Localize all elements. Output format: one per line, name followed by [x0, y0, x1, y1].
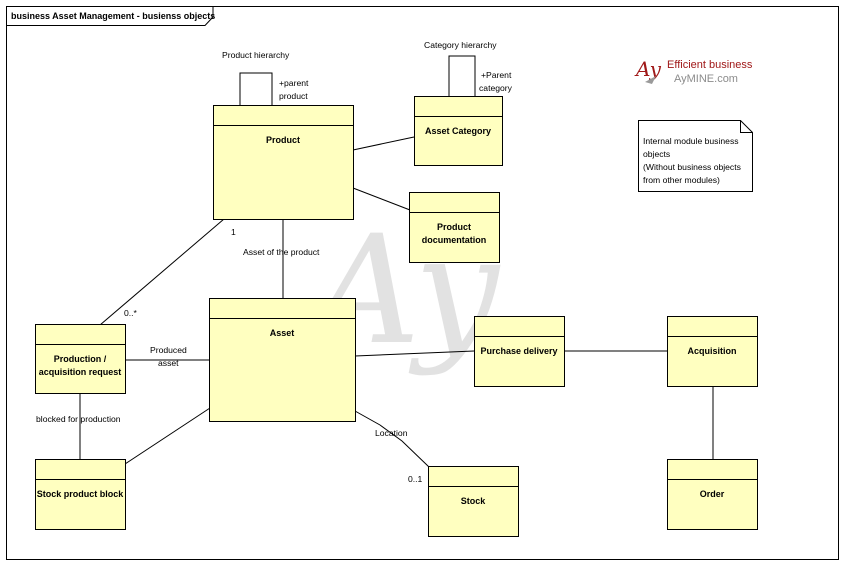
asset-stock-connector[interactable]: [354, 410, 430, 468]
label-parent-product-2: product: [279, 91, 308, 101]
note-line-2: objects: [643, 149, 670, 159]
class-product-documentation-name-2: documentation: [422, 235, 487, 245]
class-production-request[interactable]: Production / acquisition request: [35, 324, 126, 394]
note-fold: [740, 120, 753, 133]
aymine-logo: Ay Efficient business AyMINE.com: [634, 57, 753, 85]
label-multiplicity-zero-one: 0..1: [408, 474, 423, 484]
label-multiplicity-zero-many: 0..*: [124, 308, 138, 318]
product-request-connector[interactable]: [99, 218, 225, 326]
label-parent-category-2: category: [479, 83, 513, 93]
label-parent-category-1: +Parent: [481, 70, 512, 80]
logo-mark: Ay: [634, 57, 662, 81]
label-product-hierarchy: Product hierarchy: [222, 50, 290, 60]
note-line-4: from other modules): [643, 175, 720, 185]
class-production-request-name-1: Production /: [54, 354, 107, 364]
label-asset-of-product: Asset of the product: [243, 247, 320, 257]
class-asset-category[interactable]: Asset Category: [414, 96, 503, 166]
class-stock-product-block[interactable]: Stock product block: [35, 459, 126, 530]
diagram-frame: [6, 6, 839, 560]
class-asset-name: Asset: [270, 328, 295, 338]
class-purchase-delivery[interactable]: Purchase delivery: [474, 316, 565, 387]
class-stock[interactable]: Stock: [428, 466, 519, 537]
connectors: [79, 55, 714, 468]
class-acquisition[interactable]: Acquisition: [667, 316, 758, 387]
class-stock-name: Stock: [461, 496, 487, 506]
label-multiplicity-one: 1: [231, 227, 236, 237]
asset-delivery-connector[interactable]: [354, 350, 475, 357]
label-parent-product-1: +parent: [279, 78, 309, 88]
class-acquisition-name: Acquisition: [688, 346, 737, 356]
module-note[interactable]: Internal module business objects (Withou…: [638, 120, 753, 192]
frame-title-tab: [6, 6, 214, 26]
class-production-request-name-2: acquisition request: [39, 367, 122, 377]
class-order[interactable]: Order: [667, 459, 758, 530]
logo-site: AyMINE.com: [674, 73, 738, 85]
logo-tagline: Efficient business: [667, 59, 753, 71]
class-product-documentation-name-1: Product: [437, 222, 471, 232]
class-order-name: Order: [700, 489, 725, 499]
frame-title: business Asset Management - busienss obj…: [11, 11, 215, 21]
note-line-3: (Without business objects: [643, 162, 741, 172]
label-blocked-for-production: blocked for production: [36, 414, 121, 424]
label-location: Location: [375, 428, 408, 438]
product-hierarchy-connector[interactable]: [239, 72, 273, 106]
note-line-1: Internal module business: [643, 136, 739, 146]
class-product[interactable]: Product: [213, 105, 354, 220]
label-produced-asset-2: asset: [158, 358, 179, 368]
product-category-connector[interactable]: [352, 136, 415, 151]
asset-block-connector[interactable]: [124, 407, 211, 465]
class-product-documentation[interactable]: Product documentation: [409, 192, 500, 263]
class-asset-category-name: Asset Category: [425, 126, 491, 136]
class-stock-product-block-name: Stock product block: [37, 489, 125, 499]
class-product-name: Product: [266, 135, 300, 145]
logo-swoosh-icon: [645, 76, 656, 84]
class-asset[interactable]: Asset: [209, 298, 356, 422]
label-category-hierarchy: Category hierarchy: [424, 40, 497, 50]
class-purchase-delivery-name: Purchase delivery: [480, 346, 557, 356]
category-hierarchy-connector[interactable]: [448, 55, 476, 97]
label-produced-asset-1: Produced: [150, 345, 187, 355]
product-documentation-connector[interactable]: [352, 187, 411, 211]
connector-labels: Product hierarchy +parent product Catego…: [36, 40, 513, 484]
